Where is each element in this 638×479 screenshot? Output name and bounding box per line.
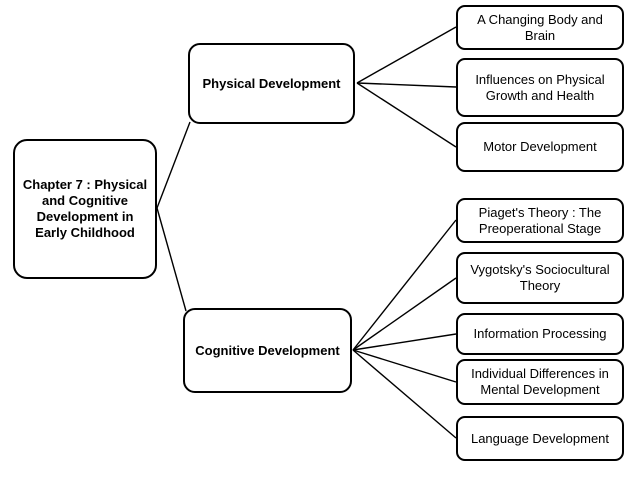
node-label-influences-growth: Influences on Physical Growth and Health (475, 71, 605, 103)
node-label-changing-body: A Changing Body and Brain (477, 11, 603, 43)
node-label-individual-differences: Individual Differences in Mental Develop… (471, 366, 609, 397)
root-node-root[interactable]: Chapter 7 : Physical and Cognitive Devel… (13, 139, 157, 279)
edge-cog-3 (352, 333, 457, 351)
edge-phys-1 (356, 26, 457, 84)
leaf-node-vygotsky[interactable]: Vygotsky's Sociocultural Theory (456, 252, 624, 304)
edge-root-physical (156, 121, 191, 209)
node-label-language-development: Language Development (470, 430, 610, 446)
edge-cog-5 (352, 349, 457, 439)
edge-cog-4 (352, 349, 457, 383)
branch-node-cognitive[interactable]: Cognitive Development (183, 308, 352, 393)
branch-node-physical[interactable]: Physical Development (188, 43, 355, 124)
leaf-node-piaget[interactable]: Piaget's Theory : The Preoperational Sta… (456, 198, 624, 243)
leaf-node-influences-growth[interactable]: Influences on Physical Growth and Health (456, 58, 624, 117)
node-label-vygotsky: Vygotsky's Sociocultural Theory (470, 262, 610, 293)
leaf-node-language-development[interactable]: Language Development (456, 416, 624, 461)
node-label-piaget: Piaget's Theory : The Preoperational Sta… (478, 204, 602, 236)
leaf-node-individual-differences[interactable]: Individual Differences in Mental Develop… (456, 359, 624, 405)
node-label-info-processing: Information Processing (473, 326, 607, 342)
node-label-root: Chapter 7 : Physical and Cognitive Devel… (22, 176, 148, 241)
edge-cog-1 (352, 219, 457, 351)
edge-phys-3 (356, 82, 457, 148)
leaf-node-info-processing[interactable]: Information Processing (456, 313, 624, 355)
edge-phys-2 (356, 82, 457, 88)
node-label-physical: Physical Development (202, 75, 341, 91)
edge-cog-2 (352, 277, 457, 351)
node-label-motor-development: Motor Development (483, 139, 597, 155)
leaf-node-motor-development[interactable]: Motor Development (456, 122, 624, 172)
leaf-node-changing-body[interactable]: A Changing Body and Brain (456, 5, 624, 50)
node-label-cognitive: Cognitive Development (195, 342, 340, 358)
edge-root-cognitive (156, 207, 187, 312)
